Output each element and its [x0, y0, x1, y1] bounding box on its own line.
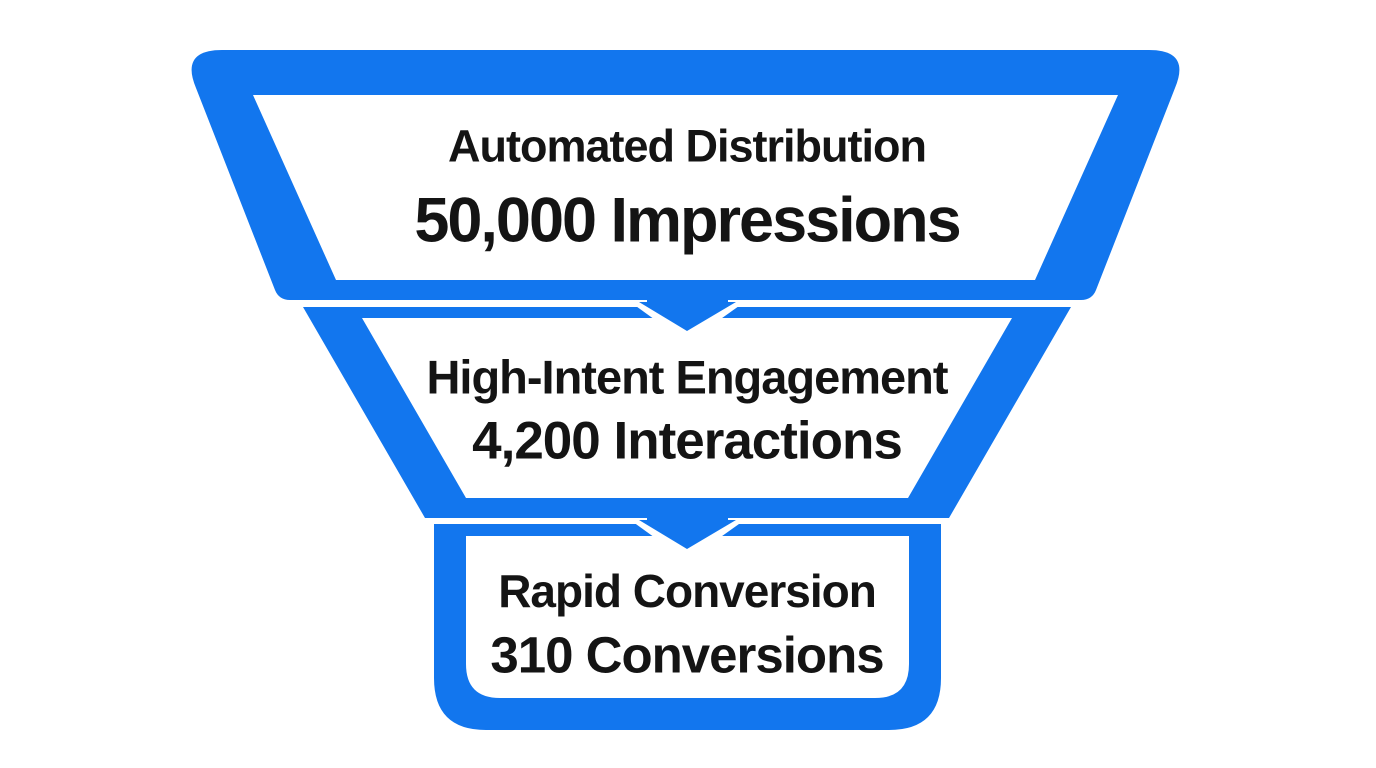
- stage-3-label: Rapid Conversion: [498, 565, 877, 617]
- arrow-down-1-icon: [639, 282, 736, 331]
- stage-2-label: High-Intent Engagement: [426, 350, 948, 404]
- arrow-down-2-icon: [639, 500, 736, 549]
- funnel-tier-1-border: [191, 50, 1180, 300]
- stage-3-value: 310 Conversions: [490, 626, 884, 684]
- stage-1-label: Automated Distribution: [448, 120, 927, 172]
- stage-1-value: 50,000 Impressions: [414, 185, 961, 256]
- funnel-tier-3-border: [434, 524, 941, 730]
- stage-2-value: 4,200 Interactions: [472, 411, 903, 471]
